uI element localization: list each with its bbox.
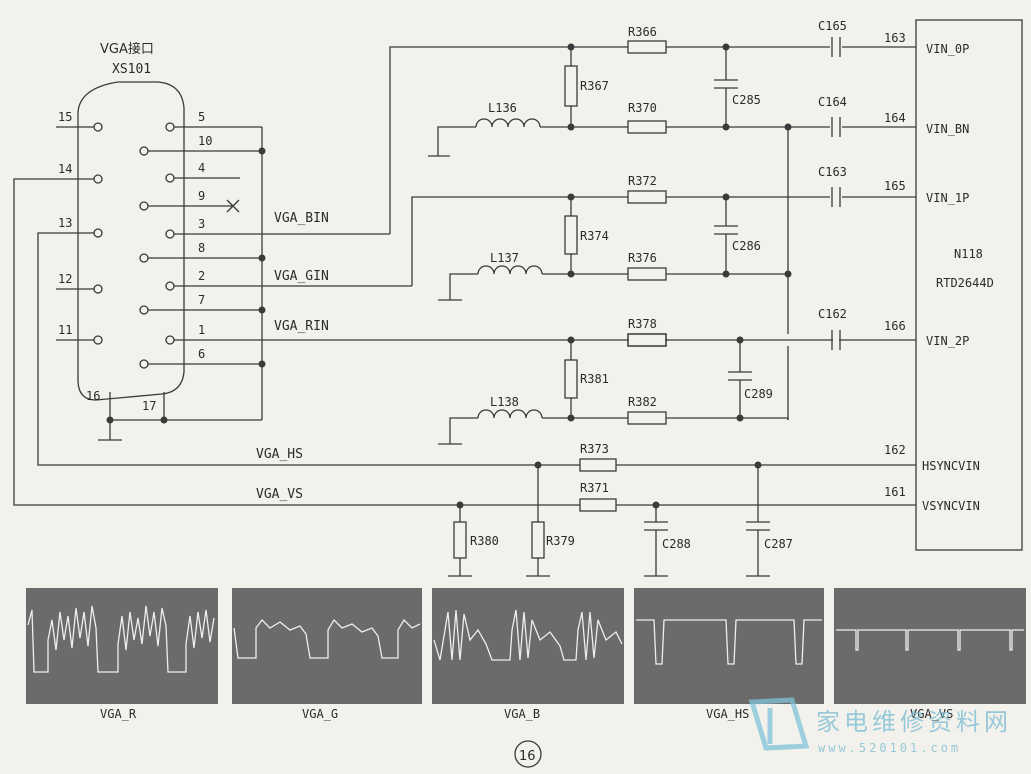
c163-label: C163 (818, 165, 847, 179)
net-labels: VGA_BIN VGA_GIN VGA_RIN VGA_HS VGA_VS (256, 211, 329, 502)
c286-label: C286 (732, 239, 761, 253)
r366-label: R366 (628, 25, 657, 39)
ic-pin-num-165: 165 (884, 179, 906, 193)
ic-n118: N118 RTD2644D 163 VIN_0P 164 VIN_BN 165 … (884, 19, 1023, 551)
waveform-panels: VGA_R VGA_G VGA_B VGA_HS VGA_VS (26, 588, 1026, 721)
pin-5-label: 5 (198, 110, 205, 124)
l136-label: L136 (488, 101, 517, 115)
c162-label: C162 (818, 307, 847, 321)
watermark-logo: 家电维修资料网 www.520101.com (748, 697, 1012, 755)
ic-pin-name-vsyncvin: VSYNCVIN (922, 499, 980, 513)
ic-pin-name-vin-2p: VIN_2P (926, 334, 969, 348)
pin-7-label: 7 (198, 293, 205, 307)
l138-label: L138 (490, 395, 519, 409)
pin-12-label: 12 (58, 272, 72, 286)
vga-connector: VGA接口 XS101 15 14 13 12 11 (56, 41, 916, 441)
page-number-text: 16 (519, 749, 536, 764)
r380-label: R380 (470, 534, 499, 548)
net-vga-hs: VGA_HS (256, 447, 303, 462)
net-vga-rin: VGA_RIN (274, 319, 329, 334)
ic-pin-name-vin-bn: VIN_BN (926, 122, 969, 136)
ic-pin-num-166: 166 (884, 319, 906, 333)
pin-14-label: 14 (58, 162, 72, 176)
ic-pin-name-vin-1p: VIN_1P (926, 191, 969, 205)
c285-label: C285 (732, 93, 761, 107)
r376-label: R376 (628, 251, 657, 265)
pin-13-label: 13 (58, 216, 72, 230)
pin-3-label: 3 (198, 217, 205, 231)
r370-label: R370 (628, 101, 657, 115)
watermark-url: www.520101.com (818, 741, 961, 755)
pin-9-label: 9 (198, 189, 205, 203)
ic-pin-name-hsyncvin: HSYNCVIN (922, 459, 980, 473)
pin-11-label: 11 (58, 323, 72, 337)
r381-label: R381 (580, 372, 609, 386)
pin-15-label: 15 (58, 110, 72, 124)
green-channel-circuit: R372 R374 R376 C286 L137 C163 (411, 165, 916, 301)
ic-ref: N118 (954, 247, 983, 261)
red-channel-circuit: R378 R381 R382 C289 L138 C162 (438, 307, 847, 445)
connector-ref: XS101 (112, 62, 151, 77)
waveform-vga-hs: VGA_HS (634, 588, 824, 721)
waveform-label-g: VGA_G (302, 707, 338, 721)
ic-pin-num-164: 164 (884, 111, 906, 125)
pin-8-label: 8 (198, 241, 205, 255)
net-vga-gin: VGA_GIN (274, 269, 329, 284)
page-number: 16 (514, 740, 542, 768)
r382-label: R382 (628, 395, 657, 409)
r371-label: R371 (580, 481, 609, 495)
waveform-vga-b: VGA_B (432, 588, 624, 721)
connector-right-pins: 5 10 4 9 3 8 2 7 1 6 (139, 110, 916, 369)
waveform-label-vs: VGA_VS (910, 707, 953, 721)
c287-label: C287 (764, 537, 793, 551)
connector-title: VGA接口 (100, 41, 154, 57)
r374-label: R374 (580, 229, 609, 243)
net-vga-vs: VGA_VS (256, 487, 303, 502)
r379-label: R379 (546, 534, 575, 548)
pin-2-label: 2 (198, 269, 205, 283)
ic-pin-name-vin-0p: VIN_0P (926, 42, 969, 56)
ic-pin-num-161: 161 (884, 485, 906, 499)
connector-body (77, 81, 185, 401)
pin-10-label: 10 (198, 134, 212, 148)
pin-1-label: 1 (198, 323, 205, 337)
sync-circuit: R373 R371 R380 R379 C288 C287 (13, 178, 916, 577)
c289-label: C289 (744, 387, 773, 401)
ic-pin-num-163: 163 (884, 31, 906, 45)
pin-17-label: 17 (142, 399, 156, 413)
ic-part: RTD2644D (936, 276, 994, 290)
c288-label: C288 (662, 537, 691, 551)
waveform-vga-vs: VGA_VS (834, 588, 1026, 721)
pin-6-label: 6 (198, 347, 205, 361)
c165-label: C165 (818, 19, 847, 33)
r367-label: R367 (580, 79, 609, 93)
connector-left-pins: 15 14 13 12 11 (56, 110, 103, 345)
ic-pin-num-162: 162 (884, 443, 906, 457)
waveform-label-b: VGA_B (504, 707, 540, 721)
watermark-text: 家电维修资料网 (816, 708, 1012, 736)
blue-channel-circuit: R366 R367 R370 C285 L136 C165 C164 (389, 19, 916, 420)
waveform-vga-g: VGA_G (232, 588, 422, 721)
r373-label: R373 (580, 442, 609, 456)
pin-16-label: 16 (86, 389, 100, 403)
net-vga-bin: VGA_BIN (274, 211, 329, 226)
c164-label: C164 (818, 95, 847, 109)
waveform-label-r: VGA_R (100, 707, 137, 721)
l137-label: L137 (490, 251, 519, 265)
r378-label: R378 (628, 317, 657, 331)
pin-4-label: 4 (198, 161, 205, 175)
waveform-vga-r: VGA_R (26, 588, 218, 721)
waveform-label-hs: VGA_HS (706, 707, 749, 721)
r372-label: R372 (628, 174, 657, 188)
